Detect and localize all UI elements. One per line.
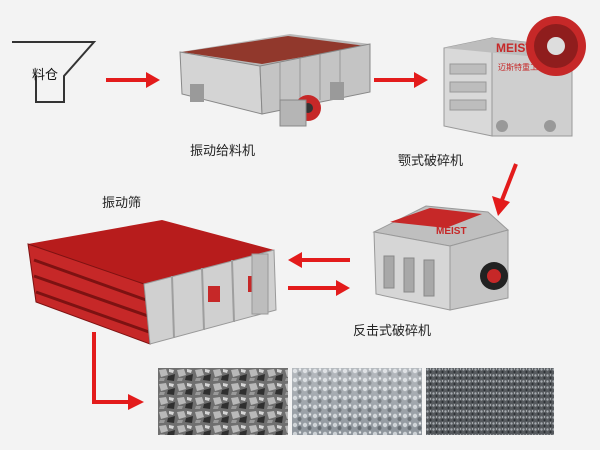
label-vibrating-screen: 振动筛	[102, 196, 142, 211]
label-vibrating-feeder: 振动给料机	[190, 144, 256, 159]
arrow-jaw-to-impact	[492, 163, 518, 216]
impact-logo-text: MEIST	[436, 226, 467, 237]
vibrating-feeder-machine	[179, 34, 371, 127]
hopper-symbol	[12, 41, 97, 103]
arrow-feeder-to-jaw	[374, 72, 428, 88]
aggregate-image-fine	[426, 368, 554, 435]
jaw-brand-plate: 迈斯特重工	[498, 62, 538, 72]
arrow-impact-to-screen	[288, 252, 350, 268]
impact-crusher-machine: MEIST	[372, 205, 510, 311]
vibrating-screen-machine	[27, 220, 277, 345]
hopper-label: 料仓	[32, 68, 59, 83]
jaw-crusher-machine: MEIST 迈斯特重工	[443, 16, 586, 137]
label-impact-crusher: 反击式破碎机	[353, 324, 432, 339]
jaw-logo-text: MEIST	[496, 41, 533, 55]
aggregate-image-medium	[292, 368, 422, 435]
arrow-screen-to-impact	[288, 280, 350, 296]
arrow-screen-to-aggregates	[92, 332, 144, 410]
arrow-hopper-to-feeder	[106, 72, 160, 88]
aggregate-image-coarse	[158, 368, 288, 435]
label-jaw-crusher: 颚式破碎机	[398, 154, 464, 169]
